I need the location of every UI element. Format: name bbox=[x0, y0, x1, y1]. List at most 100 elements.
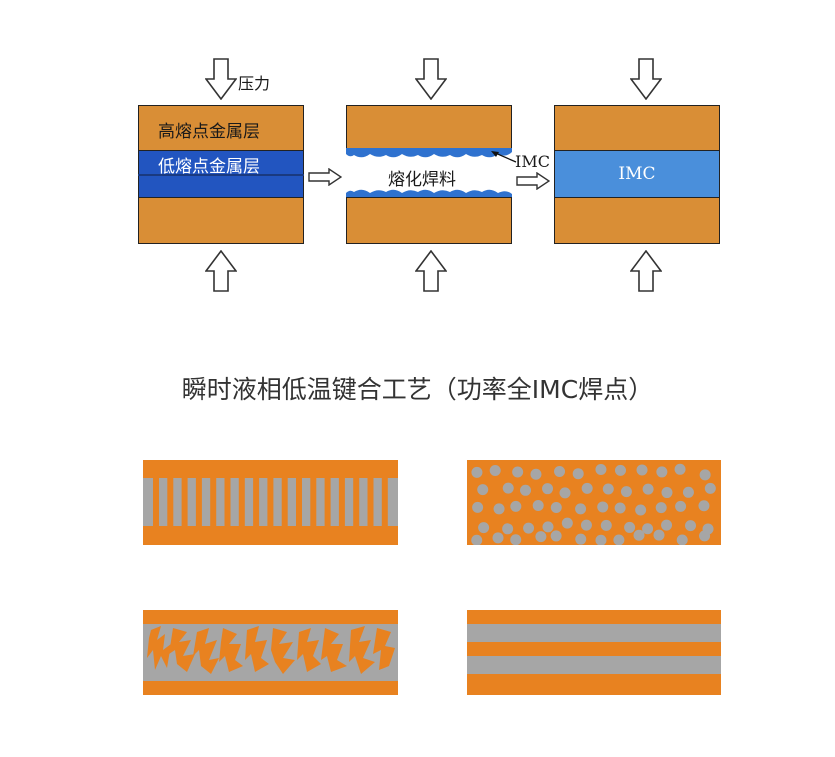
particle bbox=[471, 534, 483, 545]
up-arrow-icon bbox=[415, 250, 447, 292]
up-arrow-icon bbox=[630, 250, 662, 292]
particle bbox=[550, 530, 562, 542]
particle bbox=[493, 503, 505, 515]
orange-column bbox=[267, 478, 274, 526]
particle bbox=[698, 500, 710, 512]
orange-column bbox=[224, 478, 231, 526]
particle bbox=[478, 522, 490, 534]
high-melt-layer-top bbox=[138, 105, 304, 151]
particle bbox=[595, 463, 607, 475]
particle bbox=[477, 484, 489, 496]
particle bbox=[561, 517, 573, 529]
orange-column bbox=[253, 478, 260, 526]
layered-structure bbox=[467, 610, 721, 695]
particle bbox=[512, 466, 524, 478]
particle bbox=[535, 531, 547, 543]
orange-column bbox=[153, 478, 159, 526]
particle bbox=[661, 487, 673, 499]
particle bbox=[642, 523, 654, 535]
particle bbox=[502, 482, 514, 494]
pressure-label: 压力 bbox=[238, 74, 271, 93]
orange-column bbox=[210, 478, 217, 526]
high-melt-label: 高熔点金属层 bbox=[158, 122, 260, 142]
particle bbox=[661, 519, 673, 531]
particle bbox=[542, 521, 554, 533]
particle bbox=[653, 529, 665, 541]
particle bbox=[613, 534, 625, 545]
particle bbox=[642, 483, 654, 495]
particle bbox=[575, 503, 587, 515]
particle-dispersed-structure bbox=[467, 460, 721, 545]
particle bbox=[530, 468, 542, 480]
particle bbox=[572, 468, 584, 480]
particle bbox=[472, 501, 484, 513]
particle bbox=[656, 466, 668, 478]
upper-block bbox=[554, 105, 720, 151]
imc-layer-label: IMC bbox=[618, 164, 656, 184]
up-arrow-icon bbox=[205, 250, 237, 292]
particle bbox=[614, 502, 626, 514]
imc-wavy-top bbox=[346, 148, 512, 158]
particle bbox=[492, 532, 504, 544]
down-arrow-icon bbox=[415, 58, 447, 100]
molten-solder-label: 熔化焊料 bbox=[388, 170, 456, 190]
particle bbox=[489, 464, 501, 476]
imc-pointer-arrow bbox=[491, 151, 517, 163]
particle bbox=[636, 464, 648, 476]
high-melt-layer-bottom bbox=[138, 197, 304, 244]
imc-pointer-label: IMC bbox=[515, 152, 550, 171]
particle bbox=[682, 486, 694, 498]
orange-column bbox=[324, 478, 331, 526]
particle bbox=[620, 486, 632, 498]
orange-column bbox=[338, 478, 345, 526]
orange-column bbox=[381, 478, 388, 526]
right-arrow-icon bbox=[308, 168, 342, 186]
particle bbox=[704, 482, 716, 494]
particle bbox=[699, 530, 711, 542]
low-melt-label: 低熔点金属层 bbox=[158, 157, 260, 177]
particle bbox=[595, 534, 607, 545]
orange-column bbox=[310, 478, 317, 526]
orange-column bbox=[181, 478, 188, 526]
columnar-structure bbox=[143, 460, 398, 545]
orange-column bbox=[353, 478, 360, 526]
particle bbox=[559, 487, 571, 499]
particle bbox=[520, 484, 532, 496]
orange-column bbox=[167, 478, 174, 526]
particle bbox=[676, 534, 688, 545]
particle bbox=[600, 519, 612, 531]
particle bbox=[542, 483, 554, 495]
particle bbox=[471, 466, 483, 478]
right-arrow-icon bbox=[516, 172, 550, 190]
particle bbox=[580, 519, 592, 531]
down-arrow-icon bbox=[630, 58, 662, 100]
particle bbox=[614, 464, 626, 476]
particle bbox=[510, 534, 522, 545]
lower-block bbox=[346, 197, 512, 244]
particle bbox=[602, 483, 614, 495]
upper-block bbox=[346, 105, 512, 151]
particle bbox=[581, 482, 593, 494]
particle bbox=[675, 500, 687, 512]
particle bbox=[597, 501, 609, 513]
imc-layer: IMC bbox=[554, 150, 720, 198]
down-arrow-icon bbox=[205, 58, 237, 100]
particle bbox=[624, 521, 636, 533]
orange-column bbox=[238, 478, 245, 526]
particle bbox=[635, 504, 647, 516]
particle bbox=[523, 522, 535, 534]
layer-divider bbox=[138, 174, 304, 176]
dendritic-structure bbox=[143, 610, 398, 695]
particle bbox=[550, 501, 562, 513]
lower-block bbox=[554, 197, 720, 244]
particle bbox=[655, 502, 667, 514]
particle bbox=[575, 533, 587, 545]
orange-column bbox=[367, 478, 374, 526]
particle bbox=[510, 500, 522, 512]
orange-column bbox=[195, 478, 202, 526]
particle bbox=[502, 523, 514, 535]
figure-caption: 瞬时液相低温键合工艺（功率全IMC焊点） bbox=[181, 375, 654, 404]
particle bbox=[532, 500, 544, 512]
particle bbox=[554, 465, 566, 477]
particle bbox=[633, 529, 645, 541]
